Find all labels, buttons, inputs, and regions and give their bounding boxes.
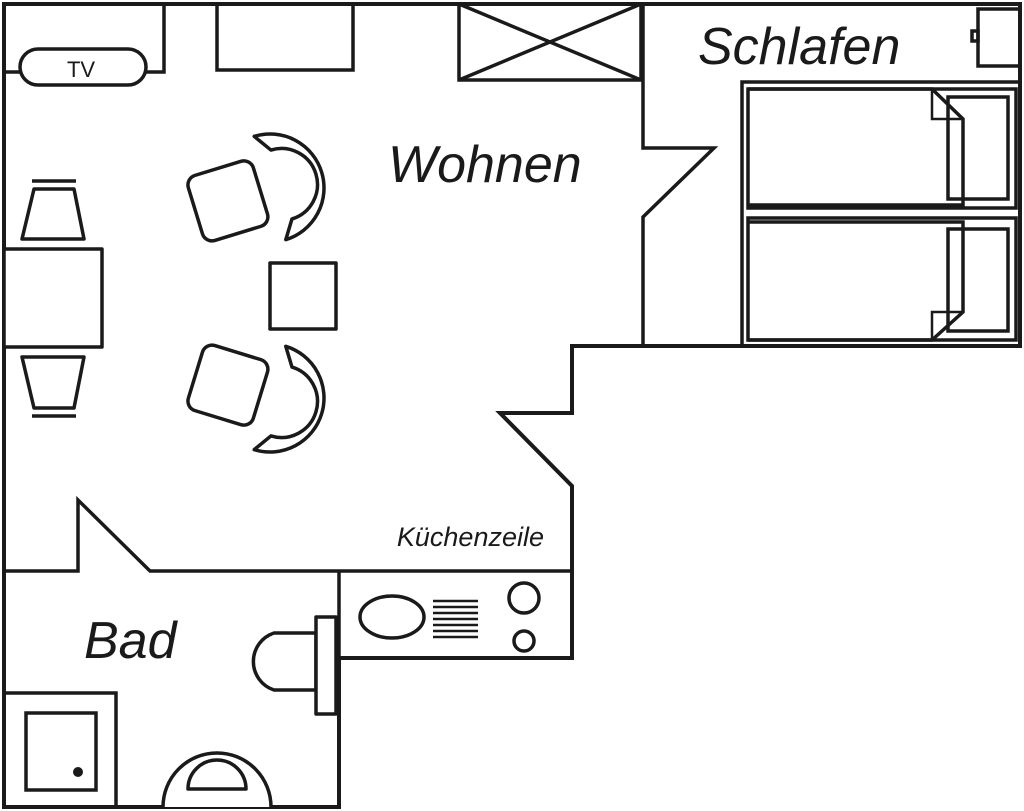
sideboard [215, 2, 355, 72]
drainboard [433, 599, 478, 639]
wall-living-sleeping [641, 4, 719, 346]
double-bed-frame [740, 80, 1022, 348]
nightstand-handle [970, 29, 980, 43]
hotplate-small [512, 629, 536, 653]
wash-basin [251, 615, 338, 716]
tv-label: TV [67, 57, 95, 82]
kitchenette [358, 581, 541, 653]
room-label-bath: Bad [84, 612, 179, 670]
shower [2, 691, 118, 809]
dining-table [2, 247, 104, 349]
room-label-living: Wohnen [388, 136, 582, 194]
nightstand [976, 7, 1022, 68]
living-room: Wohnen TV [2, 2, 643, 552]
bed-top [746, 87, 1018, 210]
bedroom: Schlafen [698, 7, 1022, 348]
shower-drain [73, 767, 83, 777]
kitchen-sink [358, 594, 426, 640]
hotplate-large [507, 581, 541, 615]
tv [18, 47, 148, 87]
dining-chair-bottom [20, 355, 86, 418]
armchair-bottom [186, 343, 326, 454]
room-label-kitchenette: Küchenzeile [397, 522, 544, 552]
toilet [161, 751, 273, 808]
pillow-top [946, 95, 1010, 201]
room-label-sleeping: Schlafen [698, 18, 900, 76]
wardrobe [457, 2, 643, 82]
armchair-top [186, 132, 326, 243]
bathroom: Bad [2, 612, 338, 809]
dining-chair-top [20, 179, 86, 241]
coffee-table [268, 261, 338, 331]
bed-bottom [746, 216, 1018, 342]
wall-living-bath [4, 495, 572, 573]
pillow-bottom [946, 227, 1010, 333]
